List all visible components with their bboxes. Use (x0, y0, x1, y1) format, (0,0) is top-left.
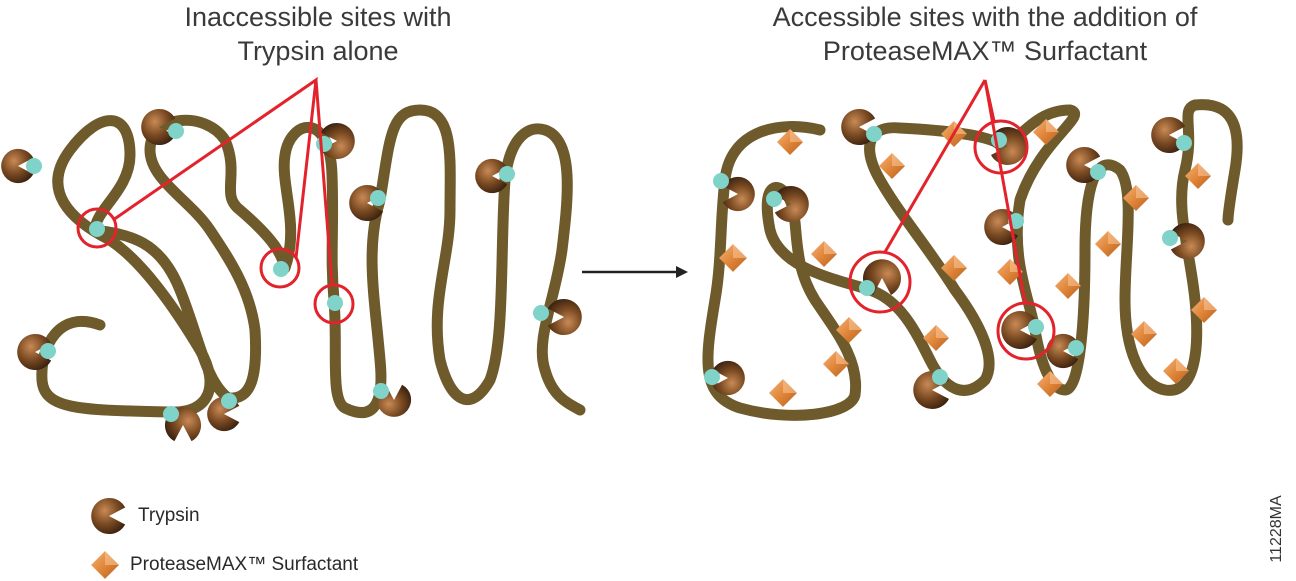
cleavage-site (221, 393, 237, 409)
cleavage-site (1090, 164, 1106, 180)
diamond-icon (811, 241, 837, 267)
cleavage-site (499, 166, 515, 182)
highlight-circle (259, 247, 301, 289)
cleavage-site (373, 383, 389, 399)
diamond-icon (1095, 231, 1121, 257)
cleavage-sites-right (704, 126, 1192, 385)
cleavage-site (40, 343, 56, 359)
trypsin-group-left (1, 108, 582, 442)
cleavage-site (89, 221, 105, 237)
cleavage-site (704, 369, 720, 385)
heading-accessible: Accessible sites with the addition of Pr… (740, 0, 1230, 68)
cleavage-site (533, 305, 549, 321)
cleavage-site (26, 158, 42, 174)
cleavage-site (163, 406, 179, 422)
legend-label-surfactant: ProteaseMAX™ Surfactant (130, 554, 359, 575)
legend-item-trypsin: Trypsin (90, 497, 200, 535)
highlight-group-left (76, 76, 355, 325)
cleavage-site (1176, 135, 1192, 151)
legend-item-surfactant: ProteaseMAX™ Surfactant (90, 550, 358, 580)
cleavage-site (273, 261, 289, 277)
highlight-circle (313, 283, 355, 325)
cleavage-site (316, 136, 332, 152)
highlight-circle (848, 250, 912, 314)
heading-left-line-1: Inaccessible sites with (184, 2, 452, 32)
highlight-circle (996, 301, 1056, 361)
cleavage-site (1068, 340, 1084, 356)
diamond-icon (91, 551, 119, 579)
cleavage-site (866, 126, 882, 142)
heading-inaccessible: Inaccessible sites with Trypsin alone (158, 0, 478, 68)
cleavage-site (932, 369, 948, 385)
cleavage-site (713, 173, 729, 189)
heading-left-line-2: Trypsin alone (237, 36, 399, 66)
pacman-enzyme-icon (91, 497, 126, 535)
diamond-icon (769, 379, 797, 407)
cleavage-site (859, 280, 875, 296)
highlight-group-right (848, 79, 1056, 361)
cleavage-site (370, 190, 386, 206)
legend-label-trypsin: Trypsin (138, 505, 200, 526)
cleavage-site (766, 191, 782, 207)
cleavage-site (327, 295, 343, 311)
heading-right-line-1: Accessible sites with the addition of (772, 2, 1198, 32)
cleavage-site (1162, 230, 1178, 246)
diamond-icon (1055, 273, 1081, 299)
figure-code: 11228MA (1268, 495, 1285, 563)
cleavage-site (1028, 319, 1044, 335)
highlight-circle (76, 207, 118, 249)
pointer-line (883, 79, 987, 253)
protein-strand-left (36, 104, 586, 418)
right-arrow-icon (582, 266, 688, 278)
pointer-line (314, 79, 334, 286)
cleavage-site (168, 123, 184, 139)
pointer-line (983, 79, 1027, 304)
diamond-icon (777, 129, 803, 155)
heading-right-line-2: ProteaseMAX™ Surfactant (822, 36, 1148, 66)
